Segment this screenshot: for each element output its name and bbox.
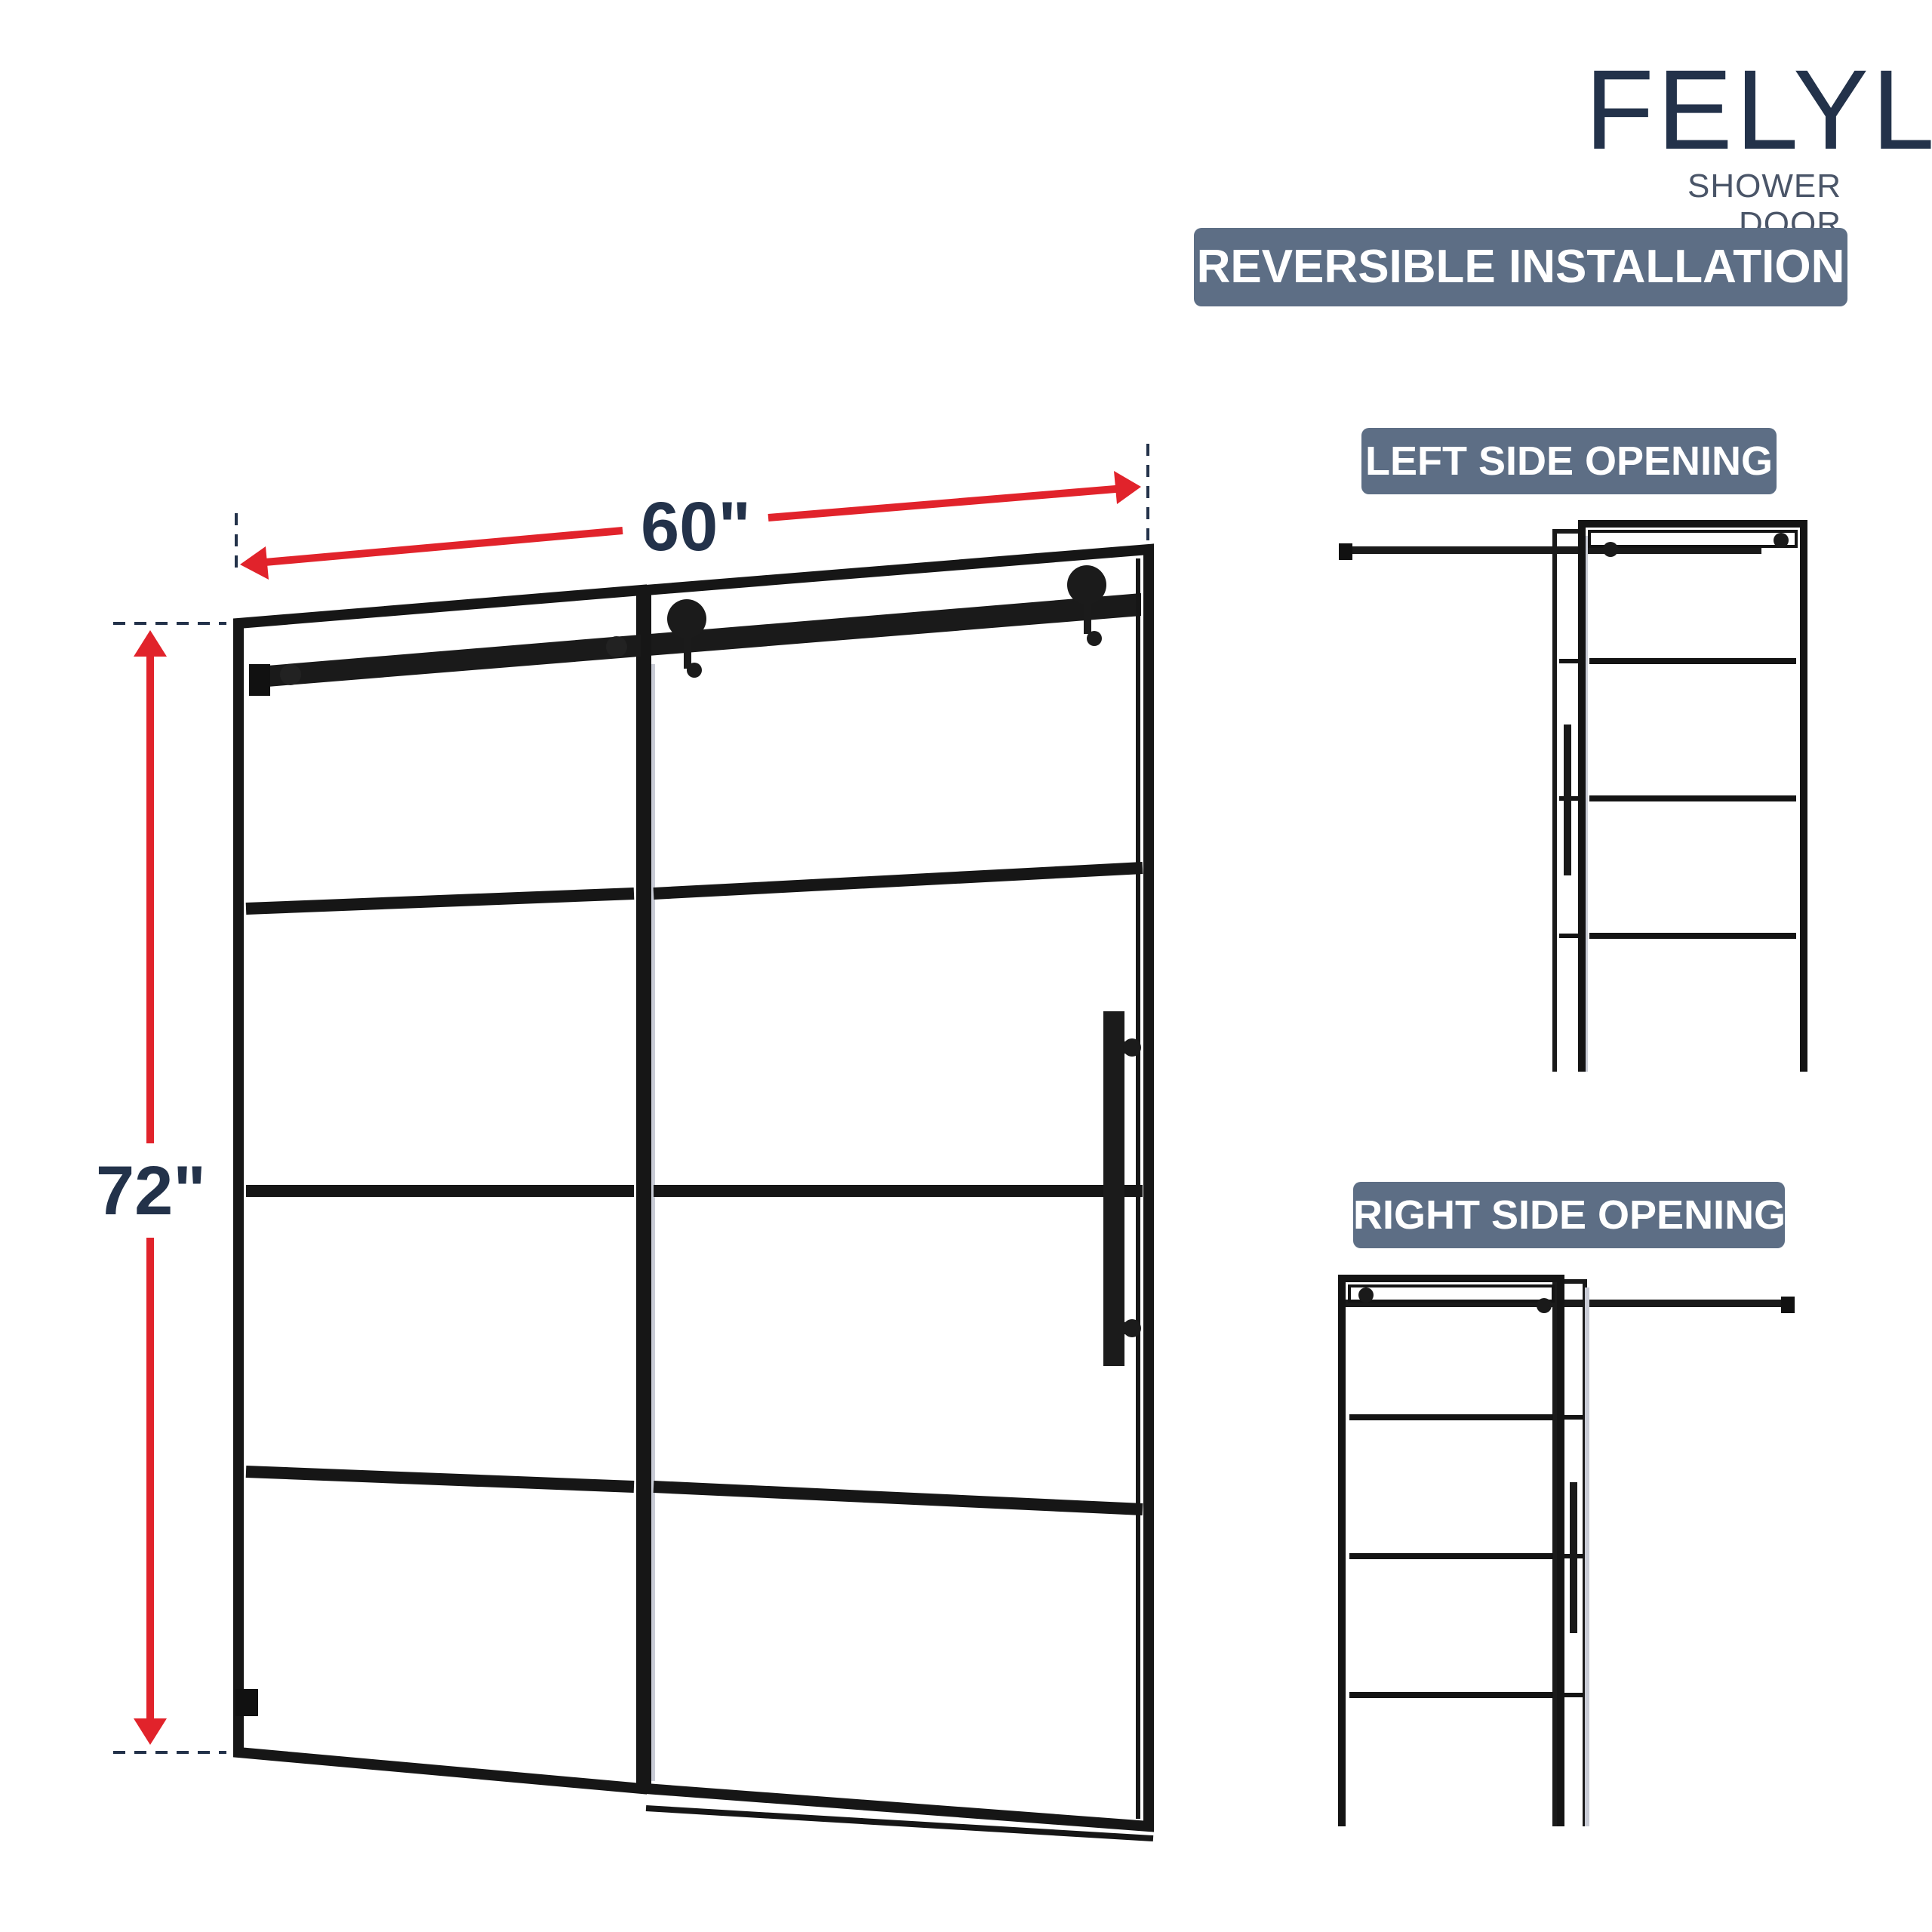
reversible-installation-badge: REVERSIBLE INSTALLATION <box>1194 228 1847 306</box>
door-handle <box>1103 1011 1141 1366</box>
roller-wheels <box>667 565 1106 678</box>
left-side-opening-badge: LEFT SIDE OPENING <box>1361 428 1777 494</box>
left-opening-diagram <box>1339 520 1807 1072</box>
right-side-opening-badge: RIGHT SIDE OPENING <box>1353 1182 1786 1248</box>
extension-lines <box>113 444 1149 1754</box>
width-dimension-label: 60" <box>628 489 764 565</box>
height-arrow <box>134 630 167 1745</box>
top-track-rail <box>249 593 1141 696</box>
fixed-panel <box>233 584 647 1795</box>
height-dimension-label: 72" <box>91 1153 211 1229</box>
right-opening-diagram <box>1338 1275 1795 1826</box>
sliding-panel <box>641 543 1154 1841</box>
bottom-guide <box>235 1689 258 1716</box>
width-arrow <box>240 471 1141 580</box>
